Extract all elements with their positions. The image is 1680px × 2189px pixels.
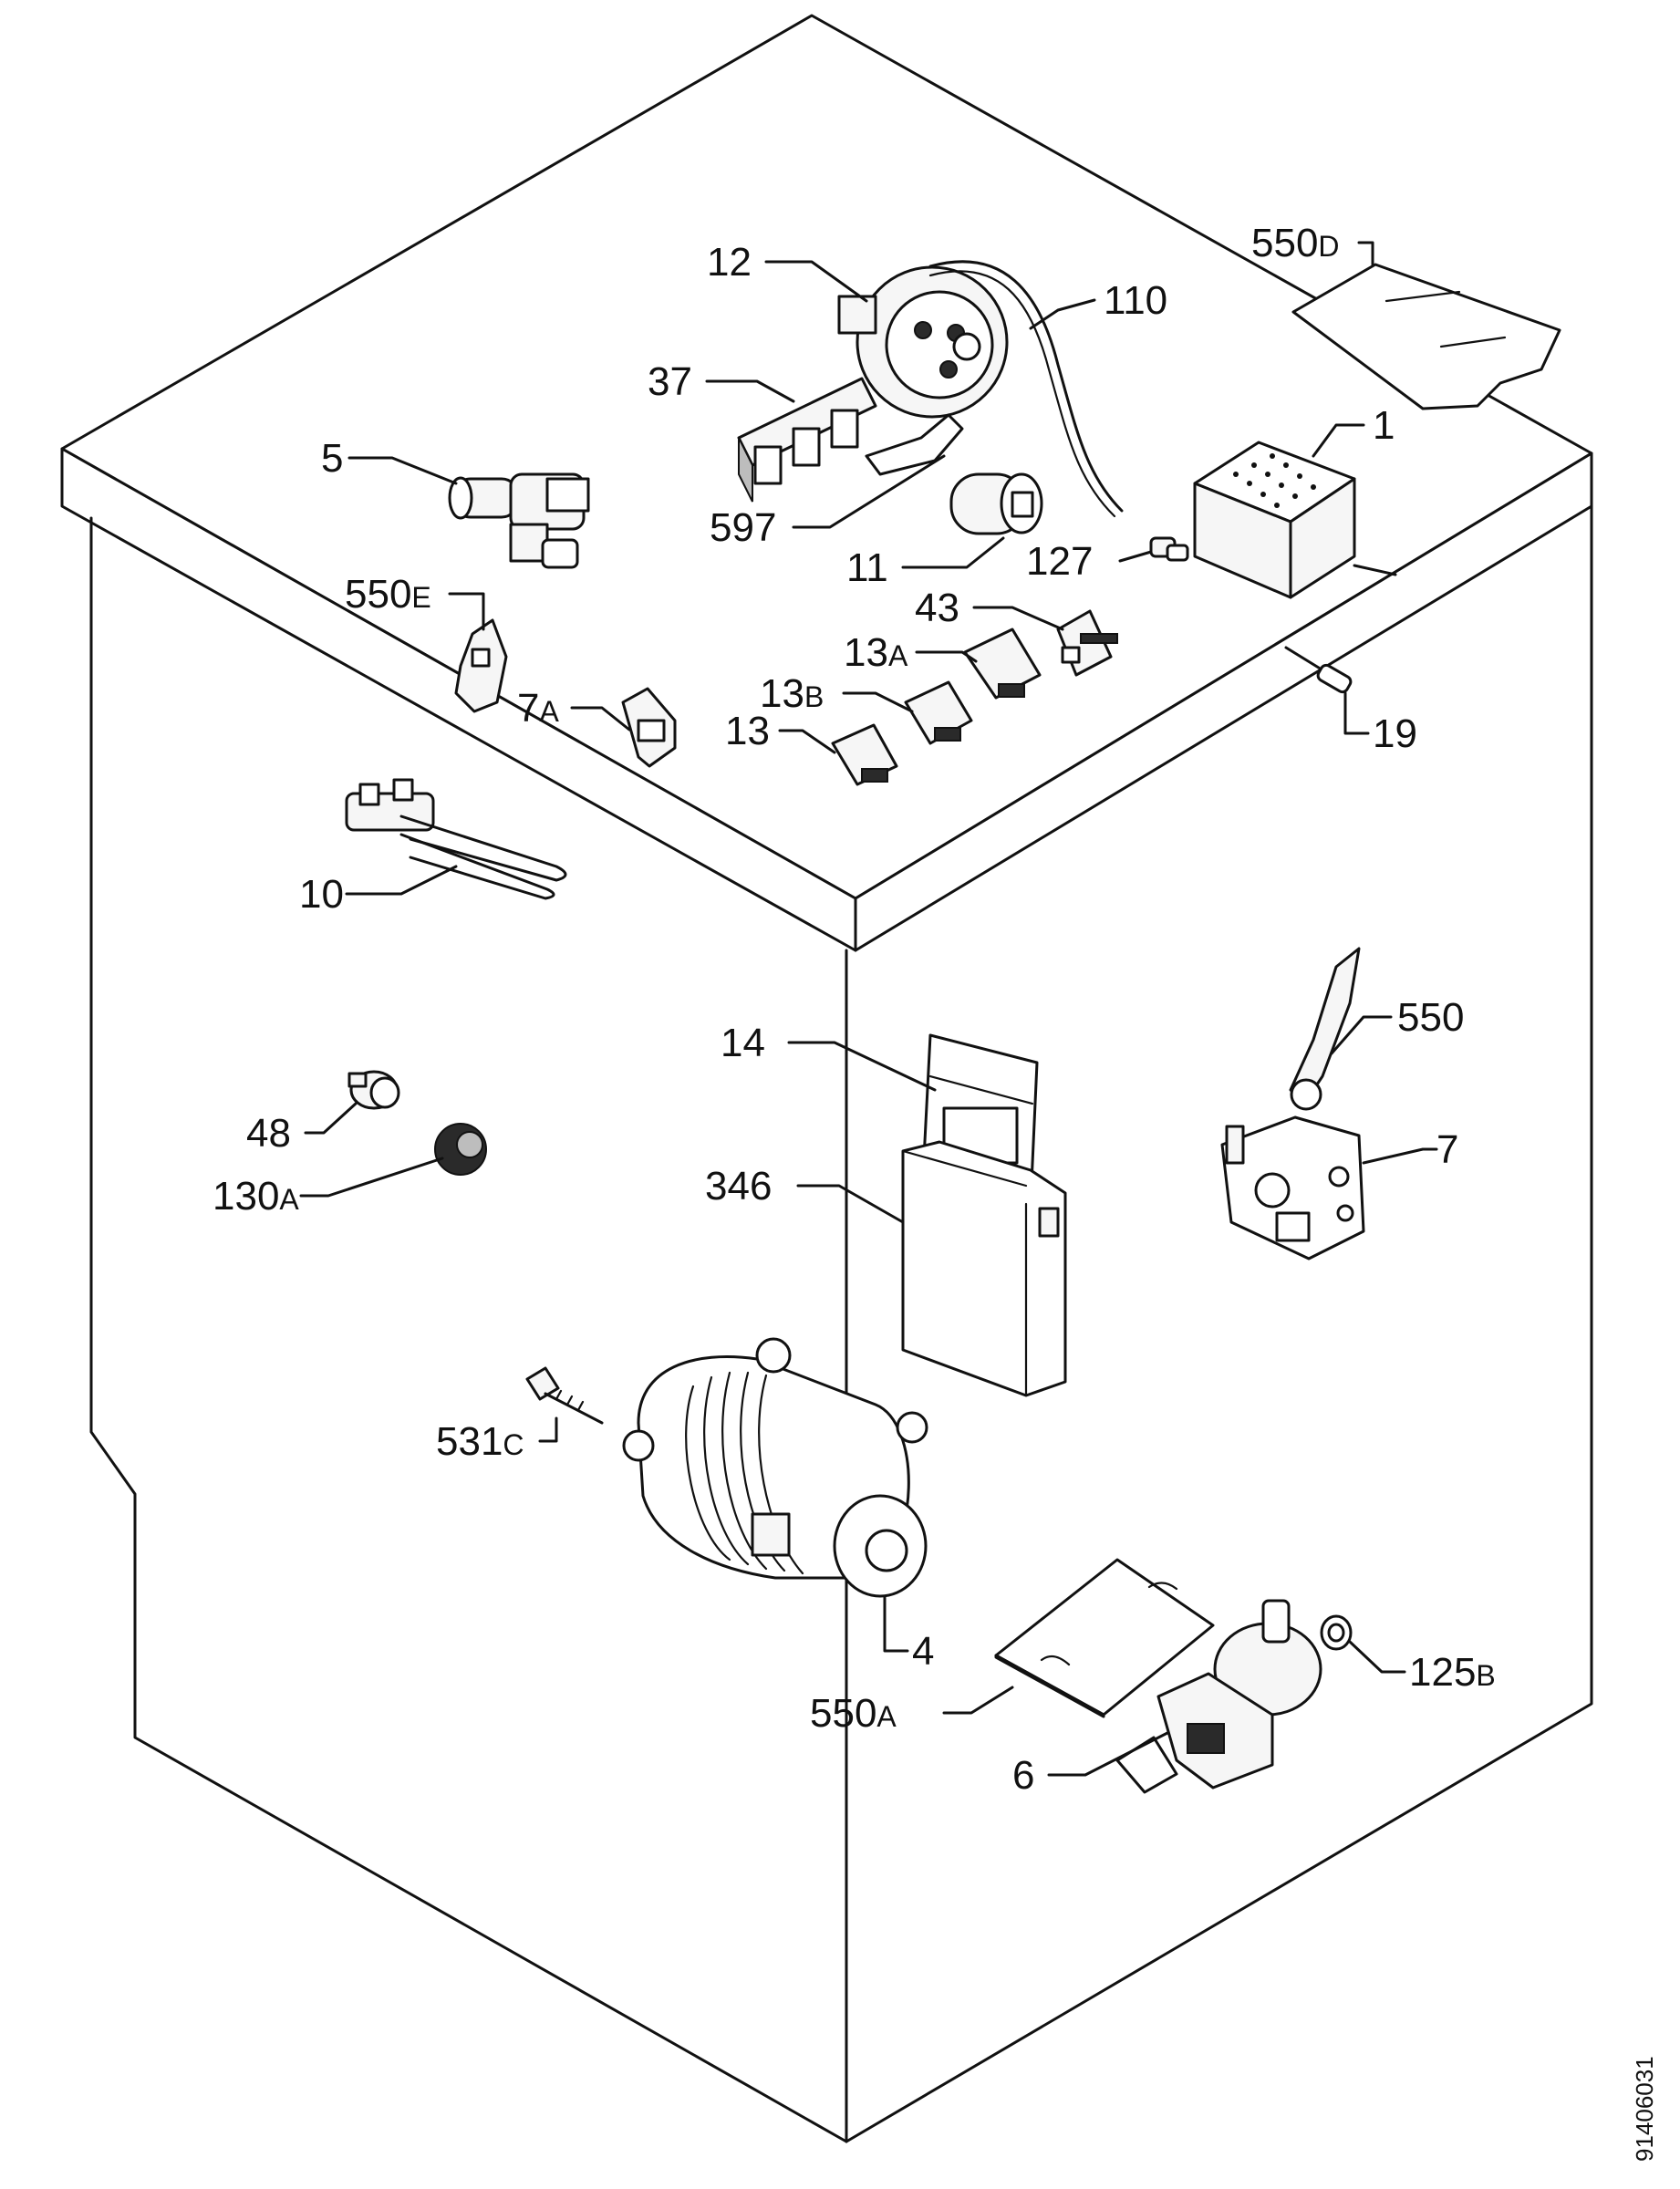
callout-10: 10 (299, 872, 344, 917)
part-terminal-block (737, 377, 877, 503)
part-clip-550e (454, 618, 508, 713)
worktop-top-face (60, 14, 1593, 900)
callout-labels: 12 110 550D 37 5 1 597 11 127 550E 43 13… (213, 221, 1496, 1798)
callout-531c: 531C (436, 1419, 524, 1464)
callout-550: 550 (1397, 995, 1464, 1040)
callout-125b: 125B (1409, 1650, 1496, 1695)
callout-346: 346 (705, 1164, 772, 1209)
part-bracket (865, 413, 964, 476)
part-dispenser-box (901, 1140, 1067, 1397)
callout-43: 43 (915, 586, 959, 630)
part-washer-125b (1320, 1614, 1353, 1651)
part-switch-43 (1056, 609, 1118, 677)
part-screw-531c (525, 1366, 604, 1425)
part-programmer (1193, 441, 1397, 599)
part-sensor-19 (1284, 646, 1353, 694)
callout-550e: 550E (345, 572, 431, 617)
callout-550d: 550D (1251, 221, 1340, 265)
cabinet-left-face (89, 516, 848, 2143)
callout-6: 6 (1012, 1753, 1034, 1798)
part-plug-127 (1149, 536, 1189, 562)
part-inlet-valve (448, 472, 590, 569)
callout-4: 4 (912, 1629, 934, 1674)
callout-13b: 13B (760, 671, 824, 716)
callout-19: 19 (1373, 711, 1417, 756)
part-foam-block (994, 1558, 1215, 1718)
cabinet-right-face (845, 504, 1593, 2143)
leader-lines (299, 241, 1438, 1777)
part-cover-sheet (1291, 263, 1561, 410)
callout-7a: 7A (517, 686, 559, 731)
callout-127: 127 (1026, 539, 1093, 584)
document-number: 91406031 (1631, 2056, 1658, 2162)
part-pressure-hose (928, 260, 1124, 513)
part-connector-13b (904, 680, 973, 745)
callout-597: 597 (710, 505, 776, 550)
cabinet-outline (60, 14, 1593, 2143)
callout-130a: 130A (213, 1174, 299, 1219)
part-motor (622, 1337, 928, 1598)
part-lever-550 (1289, 947, 1361, 1111)
callout-1: 1 (1373, 403, 1395, 448)
callout-13: 13 (725, 709, 770, 753)
callout-7: 7 (1436, 1127, 1458, 1172)
part-connector-13 (831, 723, 898, 786)
callout-14: 14 (721, 1021, 765, 1065)
callout-13a: 13A (844, 630, 908, 675)
callout-110: 110 (1104, 278, 1167, 323)
part-capacitor (949, 472, 1043, 535)
part-knob-48 (347, 1070, 400, 1110)
callout-5: 5 (321, 436, 343, 481)
callout-11: 11 (846, 545, 888, 590)
part-connector-13a (963, 628, 1042, 700)
callout-48: 48 (246, 1111, 291, 1156)
callout-550a: 550A (810, 1691, 897, 1736)
part-heating-element (345, 778, 567, 900)
part-knob-130a (434, 1123, 487, 1176)
callout-37: 37 (648, 359, 692, 404)
part-microswitch-7a (621, 687, 677, 768)
callout-12: 12 (707, 240, 752, 285)
part-drain-pump (1115, 1599, 1322, 1794)
part-door-lock (1220, 1115, 1365, 1260)
